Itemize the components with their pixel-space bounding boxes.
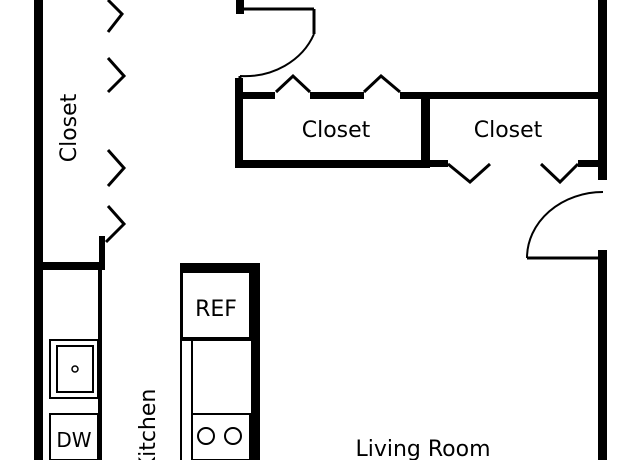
sink-basin-inner bbox=[56, 345, 94, 393]
stove-box bbox=[191, 413, 251, 460]
wall-kitchen-right bbox=[251, 263, 260, 460]
stove-burner-2 bbox=[224, 427, 242, 445]
wall-closets-bottom-b bbox=[430, 160, 448, 167]
refrigerator-box bbox=[181, 271, 251, 339]
dishwasher-label: DW bbox=[56, 428, 91, 452]
wall-kitchen-top bbox=[180, 263, 260, 271]
wall-left-closet-bottom bbox=[34, 262, 104, 270]
wall-closets-divider bbox=[421, 92, 430, 168]
dishwasher-box bbox=[49, 413, 99, 460]
closet-middle-label: Closet bbox=[302, 118, 371, 143]
sink-basin-outer bbox=[49, 339, 99, 399]
bifold-door-left-1 bbox=[106, 0, 124, 33]
wall-closets-left bbox=[235, 78, 243, 168]
kitchen-counter-edge bbox=[98, 270, 102, 460]
bifold-door-mid-2 bbox=[362, 73, 401, 94]
bifold-door-left-3 bbox=[106, 149, 127, 187]
wall-top-stub bbox=[236, 0, 244, 14]
wall-right-lower bbox=[598, 250, 607, 460]
wall-closets-top-c bbox=[400, 92, 607, 99]
living-room-label: Living Room bbox=[355, 437, 490, 460]
bifold-door-left-4 bbox=[104, 205, 127, 244]
refrigerator-label: REF bbox=[195, 297, 237, 322]
bifold-door-right-2 bbox=[539, 162, 580, 185]
bifold-door-mid-1 bbox=[274, 73, 312, 94]
stove-burner-1 bbox=[197, 427, 215, 445]
bifold-door-right-1 bbox=[447, 162, 492, 184]
wall-closets-bottom-a bbox=[235, 160, 430, 168]
closet-right-label: Closet bbox=[474, 118, 543, 143]
door-top-swing bbox=[239, 33, 315, 78]
wall-left-outer bbox=[34, 0, 43, 460]
kitchen-label: Kitchen bbox=[136, 389, 161, 460]
sink-drain bbox=[71, 365, 79, 373]
wall-closets-top-b bbox=[310, 92, 364, 99]
bifold-door-left-2 bbox=[106, 57, 127, 94]
closet-left-label: Closet bbox=[57, 93, 82, 162]
wall-closets-top-a bbox=[235, 92, 275, 99]
wall-closets-bottom-c bbox=[578, 160, 607, 167]
door-right-swing bbox=[526, 191, 604, 259]
wall-right-outer bbox=[598, 0, 607, 180]
wall-left-closet-bottom-stub bbox=[99, 236, 105, 270]
